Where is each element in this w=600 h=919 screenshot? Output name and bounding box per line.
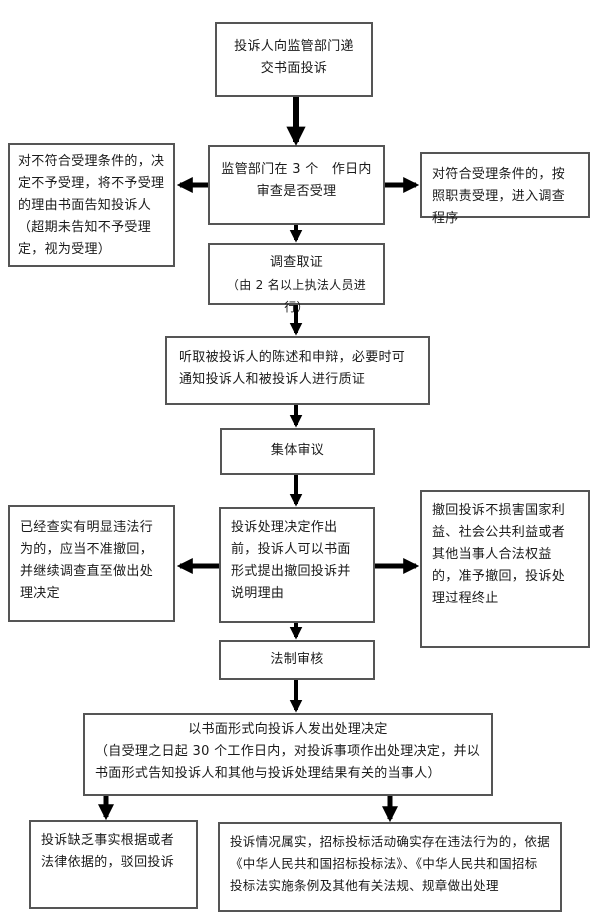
node-hearing: 听取被投诉人的陈述和申辩，必要时可通知投诉人和被投诉人进行质证 <box>165 336 430 405</box>
node-investigate-line-2: （由 2 名以上执法人员进行） <box>226 278 367 314</box>
node-submit-line-2: 交书面投诉 <box>260 61 328 76</box>
node-decision: 以书面形式向投诉人发出处理决定 （自受理之日起 30 个工作日内，对投诉事项作出… <box>83 713 493 796</box>
node-submit-line-1: 投诉人向监管部门递 <box>234 39 354 54</box>
node-dismiss-text: 投诉缺乏事实根据或者法律依据的，驳回投诉 <box>41 833 175 870</box>
node-dismiss: 投诉缺乏事实根据或者法律依据的，驳回投诉 <box>29 820 198 909</box>
node-collective: 集体审议 <box>220 428 375 475</box>
node-legal-review-text: 法制审核 <box>270 652 324 667</box>
node-review-line-1: 监管部门在 3 个 作日内 <box>221 162 372 177</box>
node-investigate-line-1: 调查取证 <box>269 255 324 270</box>
node-reject: 对不符合受理条件的，决定不予受理，将不予受理的理由书面告知投诉人（超期未告知不予… <box>8 143 175 267</box>
node-no-withdraw: 已经查实有明显违法行为的，应当不准撤回，并继续调查直至做出处理决定 <box>8 505 175 622</box>
node-handle-text: 投诉情况属实，招标投标活动确实存在违法行为的，依据《中华人民共和国招标投标法》、… <box>230 834 551 893</box>
node-accept-text: 对符合受理条件的，按照职责受理，进入调查程序 <box>432 167 566 226</box>
node-reject-text: 对不符合受理条件的，决定不予受理，将不予受理的理由书面告知投诉人（超期未告知不予… <box>18 154 165 257</box>
node-withdraw: 投诉处理决定作出前，投诉人可以书面形式提出撤回投诉并说明理由 <box>219 507 375 623</box>
node-review-line-2: 审查是否受理 <box>256 184 337 199</box>
node-accept: 对符合受理条件的，按照职责受理，进入调查程序 <box>420 152 590 226</box>
node-no-withdraw-text: 已经查实有明显违法行为的，应当不准撤回，并继续调查直至做出处理决定 <box>20 520 154 601</box>
node-handle: 投诉情况属实，招标投标活动确实存在违法行为的，依据《中华人民共和国招标投标法》、… <box>218 822 562 912</box>
node-allow-withdraw: 撤回投诉不损害国家利益、社会公共利益或者其他当事人合法权益的，准予撤回，投诉处理… <box>420 490 590 648</box>
node-decision-line-2: （自受理之日起 30 个工作日内，对投诉事项作出处理决定，并以书面形式告知投诉人… <box>95 744 481 781</box>
node-submit: 投诉人向监管部门递 交书面投诉 <box>215 22 373 97</box>
node-legal-review: 法制审核 <box>219 640 375 680</box>
node-hearing-text: 听取被投诉人的陈述和申辩，必要时可通知投诉人和被投诉人进行质证 <box>179 350 406 387</box>
node-review: 监管部门在 3 个 作日内 审查是否受理 <box>208 145 385 225</box>
node-investigate: 调查取证 （由 2 名以上执法人员进行） <box>208 243 385 314</box>
node-allow-withdraw-text: 撤回投诉不损害国家利益、社会公共利益或者其他当事人合法权益的，准予撤回，投诉处理… <box>432 503 566 606</box>
node-withdraw-text: 投诉处理决定作出前，投诉人可以书面形式提出撤回投诉并说明理由 <box>231 520 351 601</box>
node-collective-text: 集体审议 <box>270 443 325 458</box>
node-decision-line-1: 以书面形式向投诉人发出处理决定 <box>188 722 388 737</box>
